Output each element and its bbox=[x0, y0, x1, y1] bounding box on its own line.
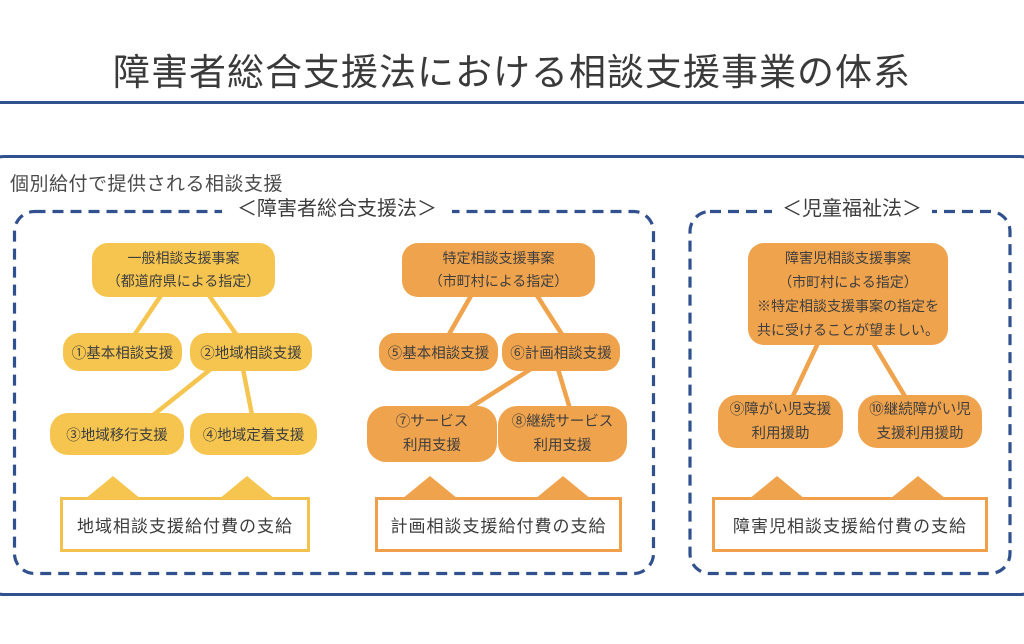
node-tokutei-grandchild-1: ⑦サービス 利用支援 bbox=[367, 406, 497, 462]
node-line: （都道府県による指定） bbox=[106, 273, 261, 289]
node-line: （市町村による指定） bbox=[428, 273, 569, 289]
outer-frame bbox=[0, 155, 1024, 596]
title-underline bbox=[0, 101, 1024, 104]
node-tokutei-root: 特定相談支援事案 （市町村による指定） bbox=[402, 243, 595, 297]
node-tokutei-child-2: ⑥計画相談支援 bbox=[502, 333, 620, 371]
node-ippan-root: 一般相談支援事案 （都道府県による指定） bbox=[92, 243, 275, 297]
outcome-box-shougaiji: 障害児相談支援給付費の支給 bbox=[712, 497, 988, 552]
outcome-box-keikaku: 計画相談支援給付費の支給 bbox=[375, 497, 622, 552]
node-line: 障害児相談支援事案 bbox=[785, 250, 911, 266]
law-label-jidou: ＜児童福祉法＞ bbox=[772, 196, 932, 223]
node-ippan-child-1: ①基本相談支援 bbox=[63, 333, 182, 371]
node-line: 共に受けることが望ましい。 bbox=[757, 322, 939, 338]
node-line: 支援利用援助 bbox=[876, 425, 964, 442]
node-line: 一般相談支援事案 bbox=[127, 250, 240, 266]
node-ippan-grandchild-1: ③地域移行支援 bbox=[50, 413, 184, 455]
node-line: 利用援助 bbox=[751, 425, 810, 442]
node-line: 特定相談支援事案 bbox=[442, 250, 555, 266]
node-tokutei-child-1: ⑤基本相談支援 bbox=[379, 333, 498, 371]
node-ippan-child-2: ②地域相談支援 bbox=[190, 333, 312, 371]
node-line: ⑩継続障がい児 bbox=[869, 401, 971, 418]
node-line: ⑧継続サービス bbox=[511, 414, 614, 430]
node-tokutei-grandchild-2: ⑧継続サービス 利用支援 bbox=[498, 406, 627, 462]
node-shougaiji-child-2: ⑩継続障がい児 支援利用援助 bbox=[858, 395, 982, 448]
node-shougaiji-root: 障害児相談支援事案 （市町村による指定） ※特定相談支援事案の指定を 共に受ける… bbox=[748, 243, 948, 345]
outcome-box-chiiki: 地域相談支援給付費の支給 bbox=[60, 497, 310, 552]
law-label-sougou: ＜障害者総合支援法＞ bbox=[222, 196, 452, 223]
node-line: 利用支援 bbox=[403, 438, 461, 454]
section-label: 個別給付で提供される相談支援 bbox=[10, 174, 284, 195]
node-line: ⑦サービス bbox=[395, 414, 469, 430]
node-shougaiji-child-1: ⑨障がい児支援 利用援助 bbox=[718, 395, 843, 448]
node-ippan-grandchild-2: ④地域定着支援 bbox=[190, 413, 317, 455]
node-line: ⑨障がい児支援 bbox=[729, 401, 832, 418]
node-line: 利用支援 bbox=[533, 438, 592, 454]
page-title: 障害者総合支援法における相談支援事業の体系 bbox=[113, 52, 911, 93]
node-line: （市町村による指定） bbox=[778, 274, 918, 290]
node-line: ※特定相談支援事案の指定を bbox=[757, 298, 939, 314]
